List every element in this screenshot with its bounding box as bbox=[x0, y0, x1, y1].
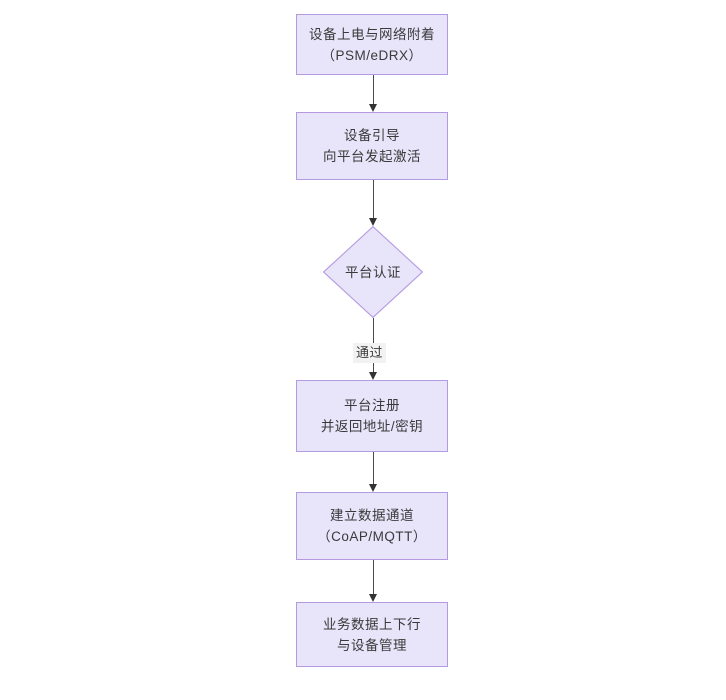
connector-data-channel-to-service-data bbox=[369, 560, 377, 602]
node-service-data-line-2: 与设备管理 bbox=[337, 637, 407, 653]
arrowhead-icon bbox=[369, 218, 377, 226]
node-platform-register-line-1: 平台注册 bbox=[344, 398, 400, 413]
connector-stem bbox=[373, 75, 374, 104]
arrowhead-icon bbox=[369, 104, 377, 112]
node-platform-register-line-2: 并返回地址/密钥 bbox=[320, 419, 424, 434]
node-service-data[interactable]: 业务数据上下行 与设备管理 bbox=[296, 602, 448, 667]
node-bootstrap-line-2: 向平台发起激活 bbox=[323, 149, 421, 164]
connector-stem bbox=[373, 452, 374, 484]
connector-power-on-to-bootstrap bbox=[369, 75, 377, 112]
arrowhead-icon bbox=[369, 372, 377, 380]
node-service-data-line-1: 业务数据上下行 bbox=[323, 616, 421, 632]
edge-label-pass: 通过 bbox=[353, 343, 387, 363]
diamond-shape-icon bbox=[323, 226, 423, 318]
arrowhead-icon bbox=[369, 484, 377, 492]
node-platform-register[interactable]: 平台注册 并返回地址/密钥 bbox=[296, 380, 448, 452]
connector-register-to-data-channel bbox=[369, 452, 377, 492]
node-power-on[interactable]: 设备上电与网络附着 （PSM/eDRX） bbox=[296, 14, 448, 75]
connector-bootstrap-to-platform-auth bbox=[369, 180, 377, 226]
node-platform-auth[interactable]: 平台认证 bbox=[323, 226, 423, 318]
arrowhead-icon bbox=[369, 594, 377, 602]
node-power-on-line-1: 设备上电与网络附着 bbox=[309, 26, 435, 42]
node-bootstrap-line-1: 设备引导 bbox=[344, 128, 400, 143]
node-data-channel-line-1: 建立数据通道 bbox=[330, 508, 414, 523]
connector-stem bbox=[373, 180, 374, 218]
node-data-channel[interactable]: 建立数据通道 （CoAP/MQTT） bbox=[296, 492, 448, 560]
node-bootstrap[interactable]: 设备引导 向平台发起激活 bbox=[296, 112, 448, 180]
node-platform-auth-label: 平台认证 bbox=[345, 264, 401, 280]
connector-stem bbox=[373, 560, 374, 594]
node-data-channel-line-2: （CoAP/MQTT） bbox=[317, 529, 427, 544]
node-power-on-line-2: （PSM/eDRX） bbox=[321, 47, 423, 63]
